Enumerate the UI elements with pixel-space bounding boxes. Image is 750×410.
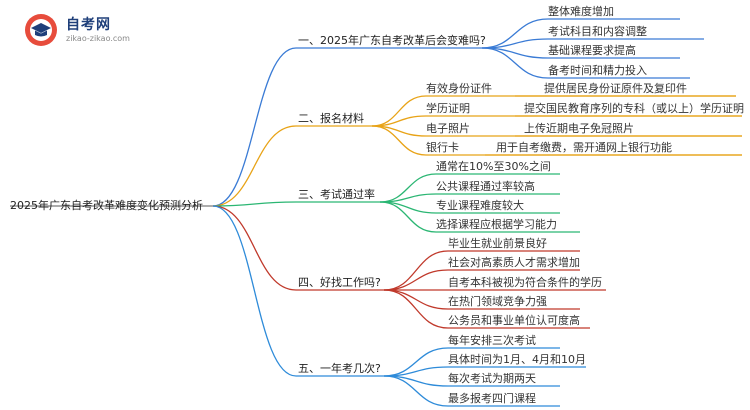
branch-3-item: 专业课程难度较大 [436,199,524,212]
branch-3-item: 选择课程应根据学习能力 [436,218,557,231]
site-logo: 自考网 zikao-zikao.com [22,12,152,52]
branch-4-leaf-connector [383,250,449,291]
branch-4-item: 社会对高素质人才需求增加 [448,256,580,269]
branch-4-item: 自考本科被视为符合条件的学历 [448,276,602,289]
branch-2-leaf-connector [371,125,427,156]
branch-4-leaf-connector [383,289,449,310]
branch-2-key: 学历证明 [426,102,470,115]
branch-4-item: 公务员和事业单位认可度高 [448,314,580,327]
branch-1-item: 基础课程要求提高 [548,44,636,57]
branch-1-item: 考试科目和内容调整 [548,25,647,38]
branch-2-key: 有效身份证件 [426,82,492,95]
root-topic: 2025年广东自考改革难度变化预测分析 [10,199,203,212]
branch-5-item: 每年安排三次考试 [448,334,536,347]
branch-2-value: 用于自考缴费，需开通网上银行功能 [496,141,672,154]
branch-5-connector [212,205,297,377]
branch-2-key: 银行卡 [426,141,459,154]
branch-5-item: 最多报考四门课程 [448,392,536,405]
branch-3-item: 通常在10%至30%之间 [436,160,551,173]
branch-1-label: 一、2025年广东自考改革后会变难吗? [298,34,486,47]
branch-4-connector [212,205,297,291]
branch-3-item: 公共课程通过率较高 [436,180,535,193]
branch-3-label: 三、考试通过率 [298,188,375,201]
branch-3-leaf-connector [379,201,437,233]
branch-5-label: 五、一年考几次? [298,362,381,375]
branch-1-connector [212,47,297,207]
branch-5-item: 每次考试为期两天 [448,372,536,385]
branch-1-leaf-connector [481,47,549,79]
branch-2-value: 上传近期电子免冠照片 [524,122,634,135]
branch-2-value: 提交国民教育序列的专科（或以上）学历证明 [524,102,744,115]
logo-url: zikao-zikao.com [66,34,130,43]
branch-5-leaf-connector [383,375,449,407]
branch-3-connector [212,201,297,207]
branch-4-leaf-connector [383,289,449,329]
branch-5-item: 具体时间为1月、4月和10月 [448,353,586,366]
branch-4-leaf-connector [383,269,449,291]
graduation-cap-icon [25,14,57,46]
branch-2-label: 二、报名材料 [298,112,364,125]
branch-2-connector [212,125,297,207]
branch-1-item: 备考时间和精力投入 [548,64,647,77]
branch-4-item: 在热门领域竞争力强 [448,295,547,308]
branch-4-label: 四、好找工作吗? [298,276,381,289]
branch-1-item: 整体难度增加 [548,5,614,18]
logo-name: 自考网 [66,17,111,33]
branch-4-item: 毕业生就业前景良好 [448,237,547,250]
branch-2-value: 提供居民身份证原件及复印件 [544,82,687,95]
branch-2-key: 电子照片 [426,122,470,135]
